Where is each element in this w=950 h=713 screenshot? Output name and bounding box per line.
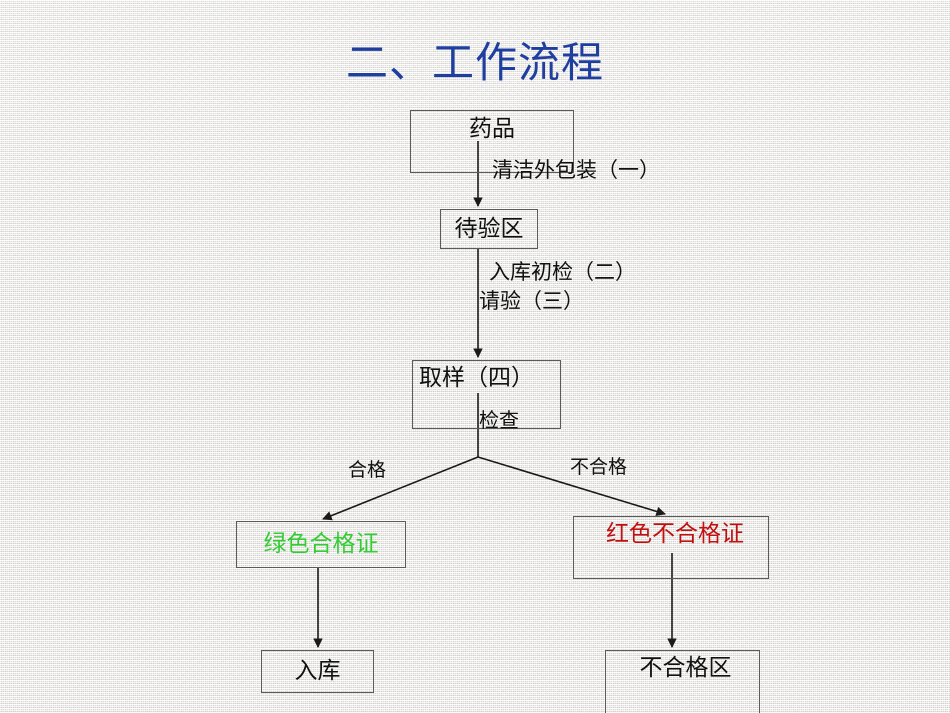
edge-label-inspect: 检查 [479, 408, 519, 432]
flow-node-reject-area-label: 不合格区 [639, 655, 732, 681]
flow-node-red-fail-certificate-label: 红色不合格证 [606, 521, 744, 547]
edge-label-initial-check: 入库初检（二） [489, 260, 636, 284]
flow-node-pending-area: 待验区 [440, 209, 538, 249]
flow-node-red-fail-certificate: 红色不合格证 [573, 516, 769, 579]
edge-label-pass: 合格 [348, 459, 387, 481]
flow-node-reject-area: 不合格区 [605, 650, 760, 713]
flow-node-green-pass-certificate-label: 绿色合格证 [263, 531, 379, 557]
flow-node-sampling: 取样（四） [412, 360, 561, 429]
edge-branch-to-green [322, 456, 479, 521]
edge-label-fail: 不合格 [570, 456, 628, 478]
flow-node-sampling-label: 取样（四） [419, 365, 534, 391]
page-title: 二、工作流程 [345, 38, 604, 87]
flow-node-warehouse-in-label: 入库 [294, 658, 341, 684]
edge-label-clean-packaging: 清洁外包装（一） [492, 158, 660, 182]
flow-node-green-pass-certificate: 绿色合格证 [236, 521, 406, 568]
flow-node-warehouse-in: 入库 [261, 650, 374, 693]
flow-node-drug: 药品 [410, 110, 574, 173]
edge-label-request-inspection: 请验（三） [479, 289, 584, 313]
flow-node-drug-label: 药品 [469, 116, 515, 142]
flow-node-pending-area-label: 待验区 [454, 216, 524, 242]
